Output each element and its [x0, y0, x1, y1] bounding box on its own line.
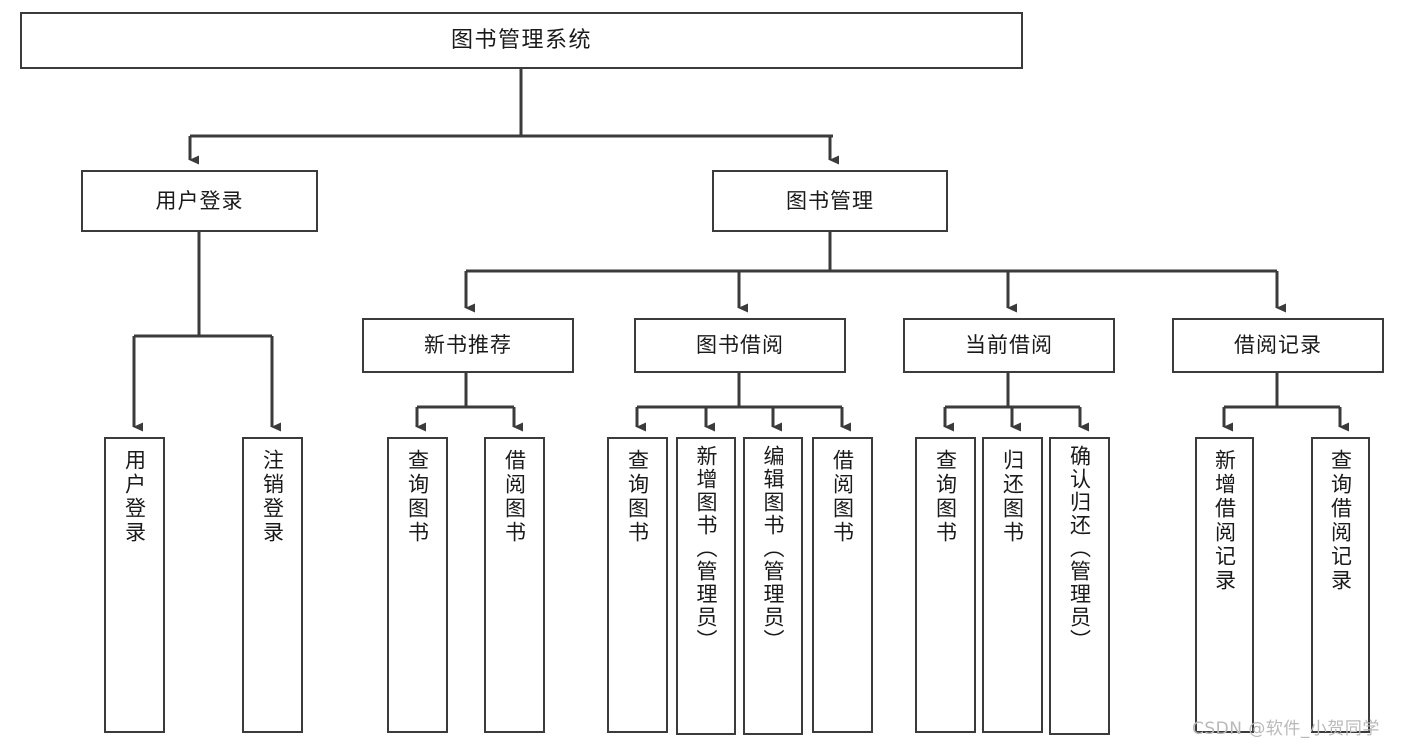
node-leaf-confirm-return-admin-label: 确认归还（管理员）: [1067, 445, 1092, 652]
node-leaf-borrow-book-recommend-label: 借阅图书: [502, 449, 527, 545]
node-leaf-borrow-book-label: 借阅图书: [830, 449, 855, 545]
node-book-borrow[interactable]: 图书借阅: [634, 318, 846, 373]
node-leaf-borrow-book-recommend[interactable]: 借阅图书: [484, 437, 545, 733]
node-root-system-label: 图书管理系统: [450, 27, 592, 53]
node-book-borrow-label: 图书借阅: [696, 333, 784, 358]
node-leaf-logout[interactable]: 注销登录: [242, 437, 303, 733]
node-book-management-label: 图书管理: [786, 188, 874, 213]
node-leaf-query-book-borrow-label: 查询图书: [625, 449, 650, 545]
node-leaf-query-borrow-record[interactable]: 查询借阅记录: [1311, 437, 1370, 733]
node-root-system[interactable]: 图书管理系统: [20, 12, 1023, 69]
node-new-book-recommend-label: 新书推荐: [424, 333, 512, 358]
node-leaf-edit-book-admin[interactable]: 编辑图书（管理员）: [743, 437, 803, 735]
node-leaf-edit-book-admin-label: 编辑图书（管理员）: [761, 445, 786, 652]
node-leaf-query-book-borrow[interactable]: 查询图书: [607, 437, 668, 733]
node-leaf-logout-label: 注销登录: [260, 449, 285, 545]
node-current-borrow[interactable]: 当前借阅: [903, 318, 1115, 373]
node-leaf-add-book-admin-label: 新增图书（管理员）: [694, 445, 719, 652]
node-leaf-user-login-label: 用户登录: [122, 449, 147, 545]
node-leaf-confirm-return-admin[interactable]: 确认归还（管理员）: [1049, 437, 1110, 735]
node-leaf-query-book-recommend[interactable]: 查询图书: [387, 437, 448, 733]
node-leaf-query-book-recommend-label: 查询图书: [405, 449, 430, 545]
node-book-management[interactable]: 图书管理: [712, 170, 948, 232]
node-new-book-recommend[interactable]: 新书推荐: [362, 318, 574, 373]
node-current-borrow-label: 当前借阅: [965, 333, 1053, 358]
node-leaf-query-borrow-record-label: 查询借阅记录: [1328, 449, 1353, 593]
node-leaf-return-book[interactable]: 归还图书: [982, 437, 1043, 733]
node-leaf-return-book-label: 归还图书: [1000, 449, 1025, 545]
node-leaf-borrow-book[interactable]: 借阅图书: [812, 437, 873, 733]
node-leaf-add-book-admin[interactable]: 新增图书（管理员）: [676, 437, 736, 735]
node-borrow-record[interactable]: 借阅记录: [1172, 318, 1384, 373]
node-borrow-record-label: 借阅记录: [1234, 333, 1322, 358]
node-leaf-add-borrow-record[interactable]: 新增借阅记录: [1195, 437, 1254, 733]
node-leaf-query-book-current-label: 查询图书: [933, 449, 958, 545]
node-leaf-add-borrow-record-label: 新增借阅记录: [1212, 449, 1237, 593]
node-leaf-user-login[interactable]: 用户登录: [104, 437, 165, 733]
node-leaf-query-book-current[interactable]: 查询图书: [915, 437, 976, 733]
csdn-watermark: CSDN @软件_小贺同学: [1192, 719, 1380, 739]
node-user-login-label: 用户登录: [155, 188, 244, 213]
node-user-login[interactable]: 用户登录: [81, 170, 318, 232]
